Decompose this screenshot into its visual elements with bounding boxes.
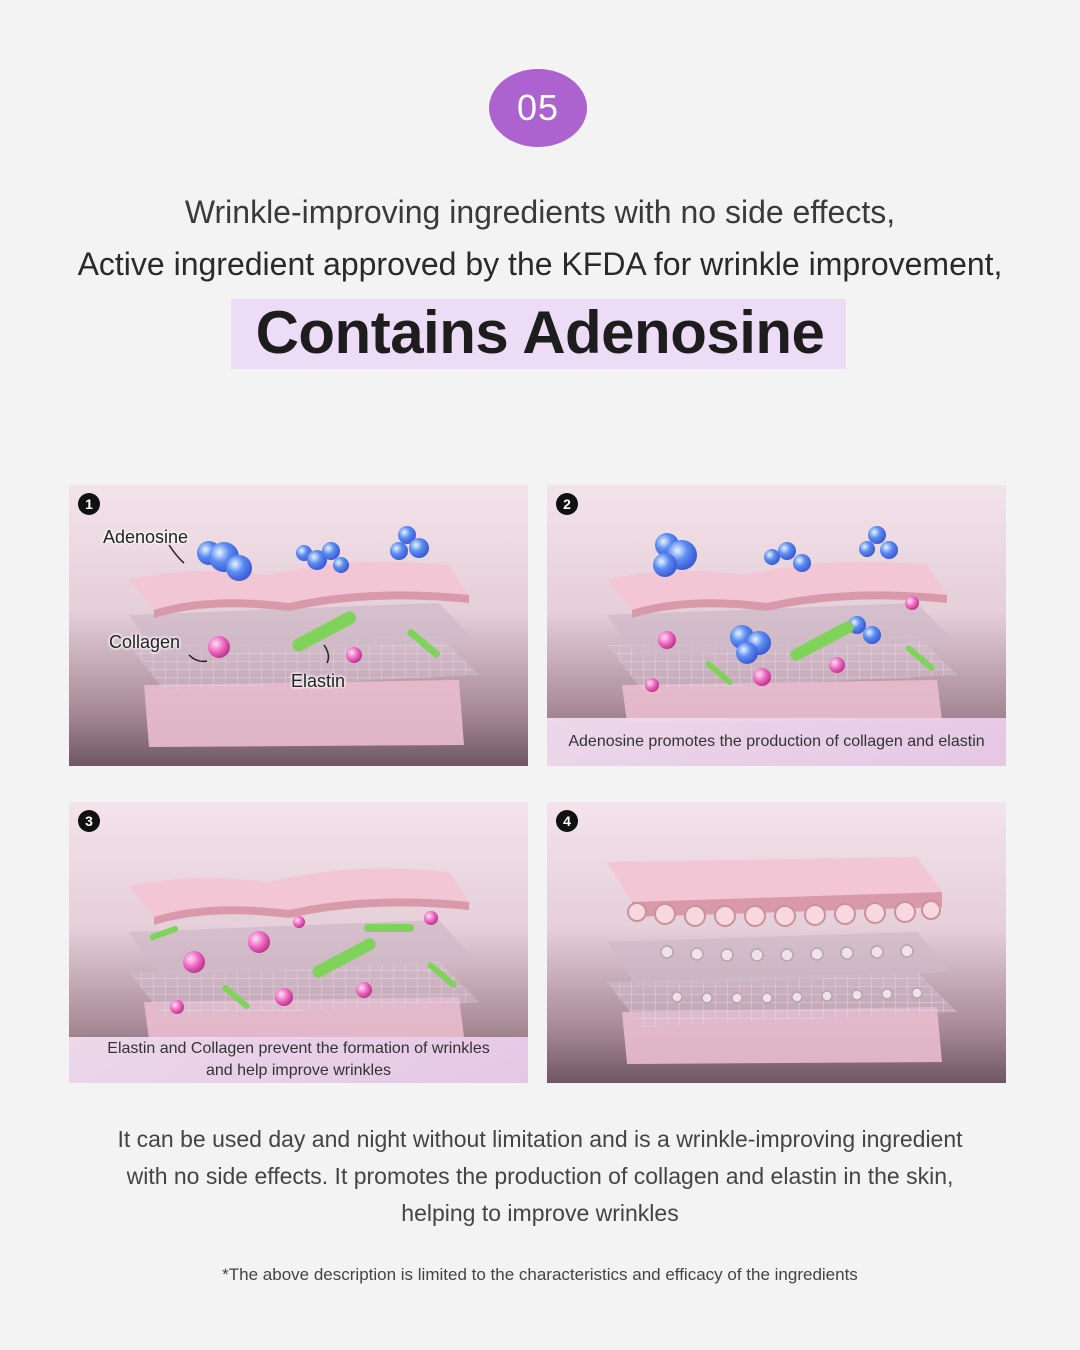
panel-caption: Elastin and Collagen prevent the formati… (69, 1037, 528, 1083)
step-badge: 05 (489, 69, 587, 147)
panel-number: 4 (556, 810, 578, 832)
skin-layers-illustration-4 (607, 857, 957, 1064)
panel-caption: Adenosine promotes the production of col… (547, 718, 1006, 766)
footnote: *The above description is limited to the… (222, 1265, 858, 1284)
panel-caption-line-2: and help improve wrinkles (206, 1062, 391, 1079)
headline-line-1: Wrinkle-improving ingredients with no si… (184, 194, 896, 230)
collagen-label: Collagen (109, 632, 181, 652)
panel-number: 3 (78, 810, 100, 832)
cell-row (627, 900, 941, 927)
panel-number: 2 (556, 493, 578, 515)
description-line-2: with no side effects. It promotes the pr… (126, 1163, 954, 1189)
panel-caption-line-1: Elastin and Collagen prevent the formati… (107, 1040, 490, 1057)
skin-layers-illustration-2 (607, 526, 957, 723)
description-line-1: It can be used day and night without lim… (117, 1126, 963, 1152)
illustration-panel-3: 3 Elastin and Collagen prevent the forma… (69, 802, 528, 1083)
illustration-panel-1: 1 Adenosine Collagen Elastin (69, 485, 528, 766)
headline-line-2: Active ingredient approved by the KFDA f… (77, 246, 1003, 282)
description-line-3: helping to improve wrinkles (401, 1200, 679, 1226)
description: It can be used day and night without lim… (40, 1121, 1040, 1232)
page-title: Contains Adenosine (255, 299, 825, 366)
adenosine-label: Adenosine (103, 527, 189, 547)
elastin-label: Elastin (291, 671, 346, 691)
title-highlight (231, 299, 846, 369)
illustration-panel-2: 2 Adenosine promotes the production of c… (547, 485, 1006, 766)
panel-number: 1 (78, 493, 100, 515)
skin-layers-illustration-1 (129, 526, 479, 747)
skin-layers-illustration-3 (129, 868, 479, 1040)
illustration-panel-4: 4 (547, 802, 1006, 1083)
